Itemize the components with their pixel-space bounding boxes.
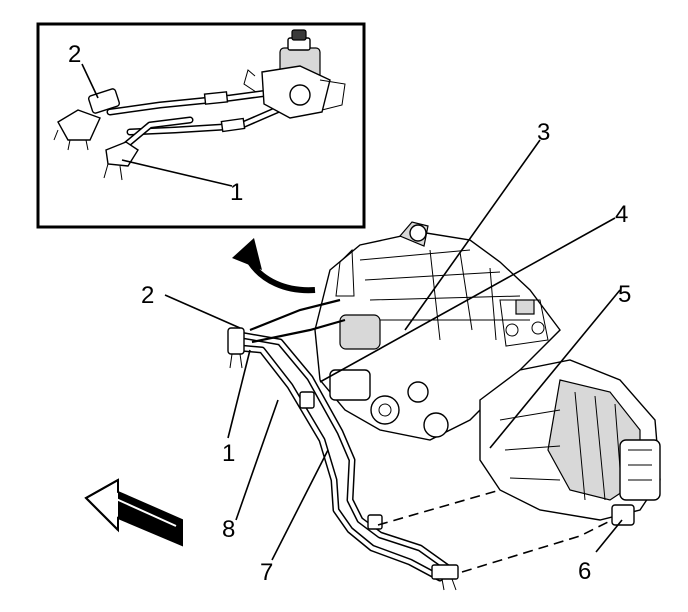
transmission-assembly bbox=[314, 221, 661, 526]
front-direction-arrow-icon bbox=[84, 478, 183, 547]
inset-master-cylinder bbox=[243, 29, 346, 119]
callout-1: 1 bbox=[222, 440, 235, 467]
callout-5: 5 bbox=[618, 281, 631, 308]
callout-4: 4 bbox=[615, 201, 628, 228]
callout-7: 7 bbox=[260, 559, 273, 586]
leader-lines bbox=[164, 139, 623, 561]
inset-pipes bbox=[106, 86, 304, 154]
inset-callout-1: 1 bbox=[230, 179, 243, 206]
routing-dash-1 bbox=[377, 489, 501, 526]
curved-arrow-icon bbox=[232, 238, 316, 294]
callout-3: 3 bbox=[537, 119, 550, 146]
inset-detail-view: 2 1 bbox=[36, 22, 366, 229]
callout-6: 6 bbox=[578, 558, 591, 585]
routing-dash-2 bbox=[461, 519, 613, 573]
inset-callout-2: 2 bbox=[68, 41, 81, 68]
callout-2: 2 bbox=[141, 282, 154, 309]
callout-8: 8 bbox=[222, 516, 235, 543]
hydraulic-lines bbox=[227, 298, 459, 591]
